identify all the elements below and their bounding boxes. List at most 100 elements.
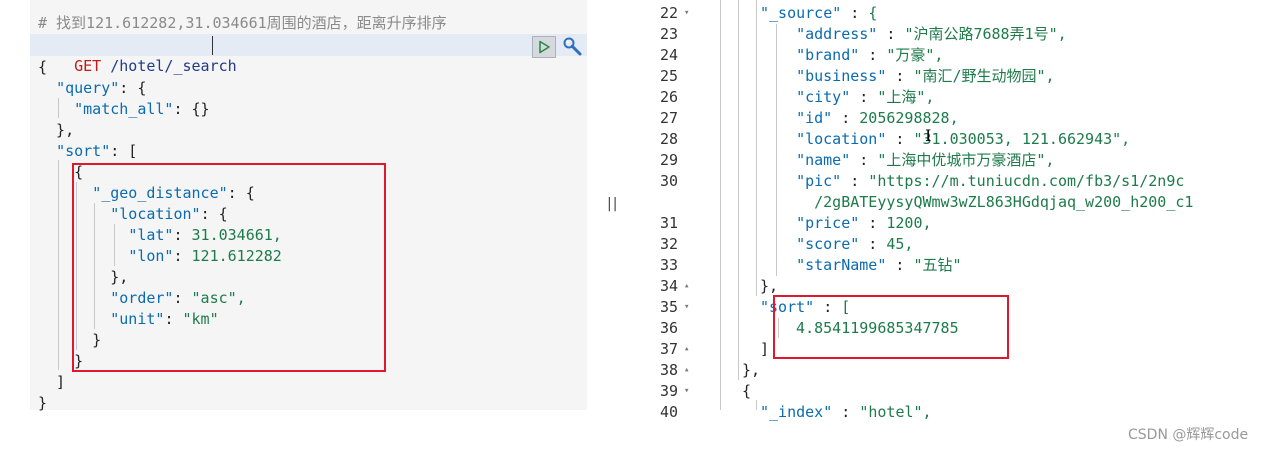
token: 2056298828, — [859, 109, 959, 127]
token: : — [832, 109, 860, 127]
line-number: 27 — [659, 109, 678, 127]
token: "_index" — [760, 403, 833, 421]
token: "price" — [796, 214, 860, 232]
code-line-text: "lat": 31.034661, — [38, 226, 282, 244]
token: "https://m.tuniucdn.com/fb3/s1/2n9c — [868, 172, 1185, 190]
geo-distance-highlight-box — [72, 163, 386, 372]
code-line: }, — [38, 268, 129, 286]
code-line: ] — [38, 373, 66, 391]
token: : — [886, 67, 914, 85]
active-line-highlight — [30, 34, 587, 56]
request-editor[interactable]: # 找到121.612282,31.034661周围的酒店，距离升序排序 GET… — [30, 0, 587, 412]
token: "order" — [110, 289, 174, 307]
request-path: /hotel/_search — [110, 57, 237, 75]
line-number: 22 — [659, 4, 678, 22]
token: "name" — [796, 151, 851, 169]
response-line: }, — [760, 277, 779, 295]
token: "sort" — [56, 142, 111, 160]
code-line: } — [38, 394, 48, 412]
token: : — [850, 88, 878, 106]
indent-guide — [114, 224, 115, 266]
response-line: "brand" : "万豪", — [778, 45, 943, 66]
token: : [ — [110, 142, 138, 160]
line-number: 29 — [659, 151, 678, 169]
code-line-text: "lon": 121.612282 — [38, 247, 282, 265]
token: 1200, — [886, 214, 932, 232]
response-viewer[interactable]: 22▾"_source" : {23 "address" : "沪南公路7688… — [620, 0, 1234, 421]
token: : — [164, 310, 183, 328]
token: : — [859, 214, 887, 232]
token: : — [886, 256, 914, 274]
code-line: }, — [38, 121, 75, 139]
token: "business" — [796, 67, 887, 85]
panel-splitter[interactable]: || — [607, 196, 619, 212]
line-number: 30 — [659, 172, 678, 190]
code-line-text: "sort": [ — [38, 142, 137, 160]
token: "km" — [182, 310, 219, 328]
token: "hotel", — [859, 403, 932, 421]
code-line-text: "_geo_distance": { — [38, 184, 255, 202]
token: "city" — [796, 88, 851, 106]
token: "上海中优城市万豪酒店", — [877, 151, 1055, 169]
response-line: "business" : "南汇/野生动物园", — [778, 66, 1055, 87]
fold-toggle-icon[interactable]: ▴ — [684, 344, 690, 354]
token: : — [173, 226, 192, 244]
wrench-icon[interactable] — [562, 36, 584, 58]
response-line: "name" : "上海中优城市万豪酒店", — [778, 150, 1054, 171]
response-line: "starName" : "五钻" — [778, 255, 962, 276]
code-line: "lat": 31.034661, — [38, 225, 282, 246]
indent-guide — [756, 0, 757, 296]
line-number: 39 — [659, 382, 678, 400]
token: "brand" — [796, 46, 860, 64]
response-line: { — [742, 382, 752, 400]
code-line-text: "query": { — [38, 79, 146, 97]
indent-guide — [756, 400, 757, 410]
indent-guide — [720, 0, 721, 410]
line-number: 34 — [659, 277, 678, 295]
response-line: "id" : 2056298828, — [778, 108, 959, 129]
token: "_source" — [760, 4, 842, 22]
token: "上海", — [877, 88, 935, 106]
token: : — [841, 4, 869, 22]
token: "starName" — [796, 256, 887, 274]
response-line: "location" : "31.030053, 121.662943", — [778, 129, 1130, 150]
token: "南汇/野生动物园", — [913, 67, 1055, 85]
fold-toggle-icon[interactable]: ▴ — [684, 281, 690, 291]
code-line: } — [38, 331, 102, 349]
token: "address" — [796, 25, 878, 43]
indent-guide — [94, 203, 95, 329]
mouse-text-cursor: I — [925, 126, 932, 145]
play-icon — [539, 40, 550, 54]
code-line: "_geo_distance": { — [38, 183, 255, 204]
response-line: }, — [742, 361, 761, 379]
fold-toggle-icon[interactable]: ▴ — [684, 365, 690, 375]
run-request-button[interactable] — [532, 36, 556, 58]
line-number: 24 — [659, 46, 678, 64]
code-line-text: "location": { — [38, 205, 227, 223]
token: : — [173, 247, 192, 265]
token: "五钻" — [913, 256, 962, 274]
token: "score" — [796, 235, 860, 253]
token: : — [859, 46, 887, 64]
request-line[interactable]: GET /hotel/_search — [38, 35, 237, 75]
line-number: 40 — [659, 403, 678, 421]
code-line: "location": { — [38, 204, 227, 225]
token: "query" — [56, 79, 120, 97]
code-line: } — [38, 352, 84, 370]
request-comment: # 找到121.612282,31.034661周围的酒店，距离升序排序 — [38, 14, 447, 32]
watermark: CSDN @辉辉code — [1128, 427, 1249, 443]
token: "asc", — [191, 289, 246, 307]
token: "unit" — [110, 310, 165, 328]
indent-guide — [76, 182, 77, 350]
token: 121.612282 — [191, 247, 282, 265]
indent-guide — [58, 160, 59, 370]
fold-toggle-icon[interactable]: ▾ — [684, 386, 690, 396]
token: "id" — [796, 109, 833, 127]
indent-guide — [778, 318, 779, 338]
indent-guide — [58, 98, 59, 118]
fold-toggle-icon[interactable]: ▾ — [684, 302, 690, 312]
fold-toggle-icon[interactable]: ▾ — [684, 8, 690, 18]
token: : { — [227, 184, 255, 202]
token: : {} — [173, 100, 210, 118]
indent-guide — [738, 0, 739, 380]
